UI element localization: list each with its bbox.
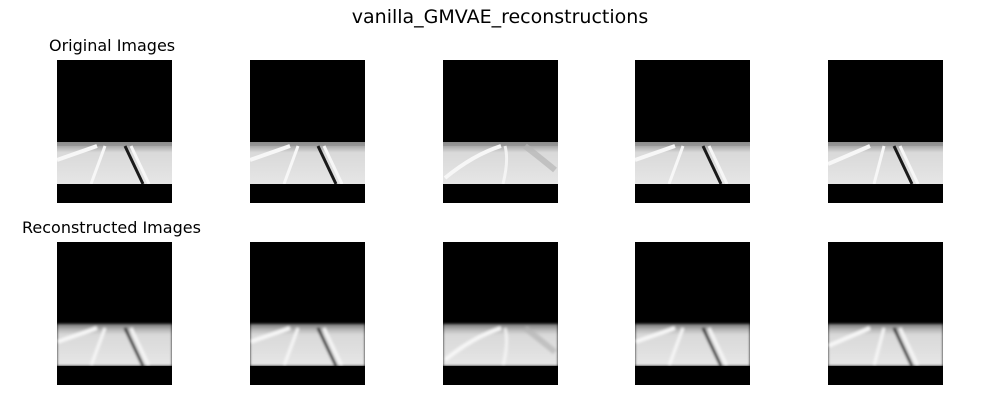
reconstructed-image-5	[828, 242, 943, 385]
row-label-reconstructed: Reconstructed Images	[22, 218, 201, 237]
original-image-3	[443, 60, 558, 203]
reconstructed-image-3	[443, 242, 558, 385]
reconstructed-image-4	[635, 242, 750, 385]
figure-title: vanilla_GMVAE_reconstructions	[351, 6, 649, 28]
original-images-row	[0, 60, 1000, 203]
original-image-4	[635, 60, 750, 203]
reconstructed-image-2	[250, 242, 365, 385]
original-image-1	[57, 60, 172, 203]
row-label-original: Original Images	[49, 36, 176, 55]
original-image-2	[250, 60, 365, 203]
original-image-5	[828, 60, 943, 203]
reconstructed-image-1	[57, 242, 172, 385]
reconstructed-images-row	[0, 242, 1000, 385]
